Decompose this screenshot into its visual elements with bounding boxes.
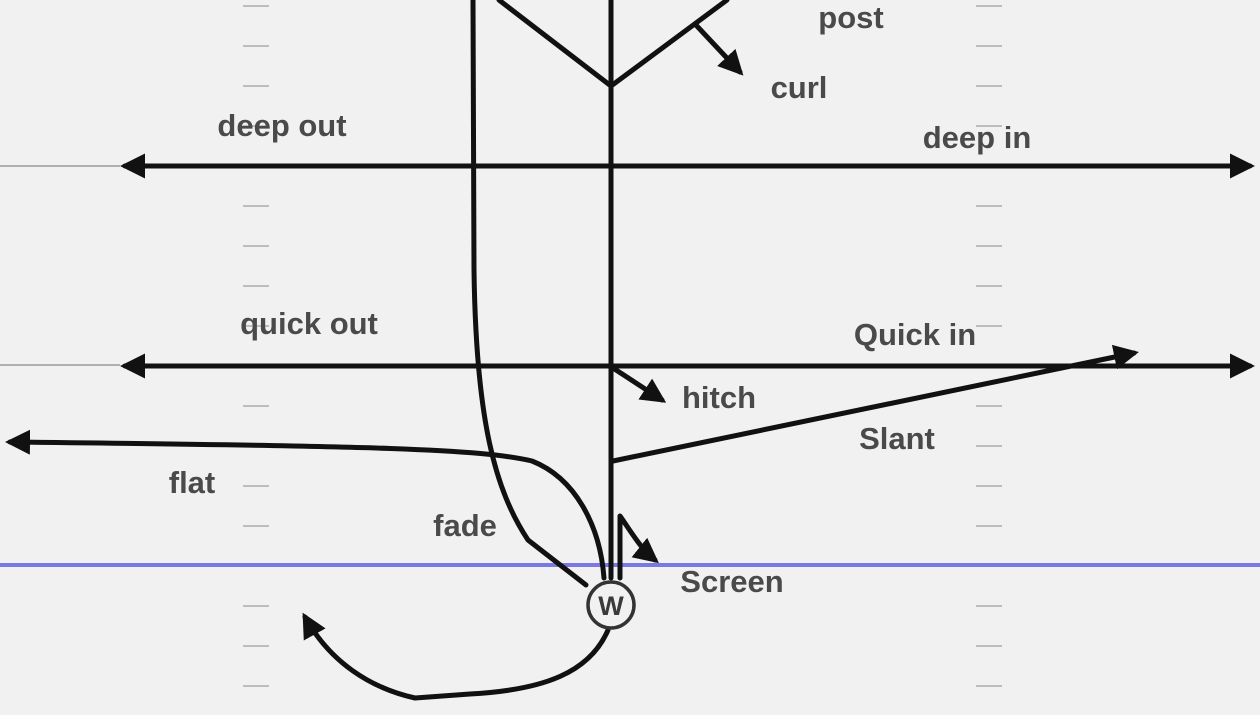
label-quick-in: Quick in: [854, 317, 976, 352]
receiver-label: W: [598, 591, 624, 621]
label-flat: flat: [169, 465, 216, 500]
label-quick-out: quick out: [240, 306, 378, 341]
label-hitch: hitch: [682, 380, 756, 415]
label-curl: curl: [771, 70, 828, 105]
label-deep-in: deep in: [923, 120, 1032, 155]
label-fade: fade: [433, 508, 497, 543]
route-curl-line: [692, 21, 744, 76]
route-flat-line: [5, 429, 607, 581]
label-slant: Slant: [859, 421, 935, 456]
route-post-line: [496, 0, 730, 89]
label-screen: Screen: [680, 564, 783, 599]
route-hitch-line: [610, 365, 667, 403]
label-deep-out: deep out: [217, 108, 346, 143]
route-fade-line: [470, 0, 589, 588]
hash-marks: [243, 5, 1002, 687]
label-post: post: [818, 0, 883, 35]
route-slant-line: [610, 344, 1139, 464]
route-screen-line: [617, 513, 659, 581]
receiver-circle: [586, 580, 636, 630]
route-backfield-line: [302, 612, 611, 701]
